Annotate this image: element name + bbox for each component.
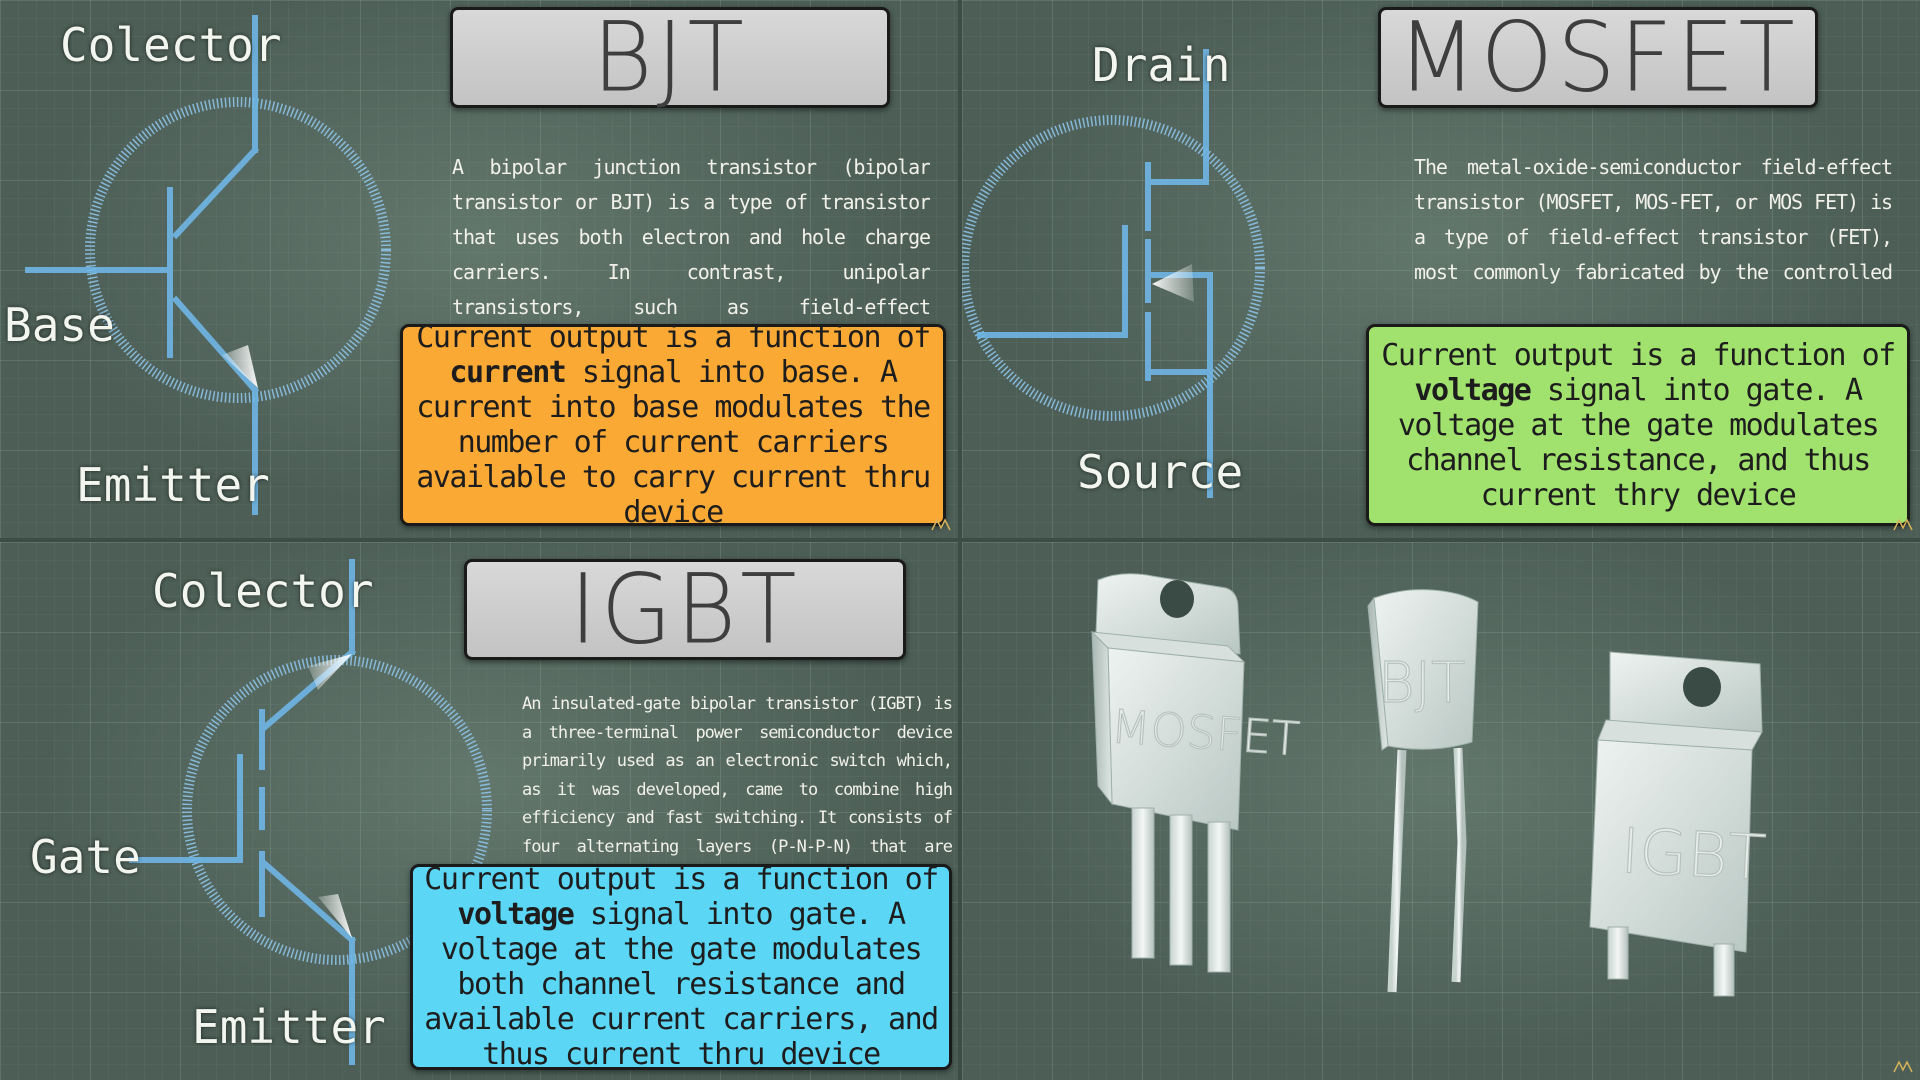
- bjt-description: A bipolar junction transistor (bipolar t…: [452, 155, 930, 319]
- igbt-callout-text: Current output is a function of voltage …: [424, 862, 939, 1072]
- bjt-leg-3: [1451, 747, 1467, 983]
- mosfet-package: MOSFET: [1090, 573, 1302, 973]
- mosfet-callout: Current output is a function of voltage …: [1366, 324, 1910, 526]
- igbt-leg-1: [1607, 926, 1629, 980]
- bjt-callout-emphasis: current: [449, 355, 566, 390]
- mosfet-callout-emphasis: voltage: [1414, 372, 1531, 408]
- watermark-icon: [931, 518, 951, 531]
- mosfet-body-arrow-icon: [1152, 264, 1194, 302]
- bjt-base-label: Base: [4, 298, 115, 352]
- igbt-leg-2: [1713, 943, 1735, 997]
- igbt-collector-label: Colector: [152, 564, 374, 618]
- bjt-emitter-arm: [171, 295, 260, 395]
- igbt-emitter-arm: [260, 859, 357, 945]
- mosfet-leg-2: [1169, 814, 1193, 966]
- bjt-title-box: BJT: [450, 1, 890, 114]
- mosfet-leg-1: [1131, 807, 1155, 959]
- mosfet-leg-3: [1207, 821, 1231, 973]
- watermark-icon: [1893, 518, 1913, 531]
- watermark-icon: [1893, 1060, 1913, 1073]
- igbt-collector-arrow-icon: [308, 654, 352, 690]
- packages-illustration: MOSFET BJT IGBT: [1090, 573, 1768, 997]
- bjt-symbol: [25, 15, 391, 515]
- mosfet-title: MOSFET: [1397, 1, 1799, 114]
- bjt-title: BJT: [592, 1, 748, 114]
- mosfet-envelope-circle: [962, 115, 1265, 421]
- igbt-description: An insulated-gate bipolar transistor (IG…: [522, 694, 952, 857]
- igbt-emitter-label: Emitter: [192, 1000, 386, 1054]
- bjt-emitter-arrow-icon: [222, 345, 258, 388]
- packages-panel: MOSFET BJT IGBT: [962, 542, 1920, 1080]
- mosfet-callout-text: Current output is a function of voltage …: [1381, 337, 1896, 513]
- mosfet-drain-label: Drain: [1092, 38, 1231, 92]
- igbt-symbol: [129, 559, 492, 1065]
- igbt-callout: Current output is a function of voltage …: [410, 862, 952, 1072]
- bjt-package-label: BJT: [1378, 651, 1465, 716]
- bjt-collector-label: Colector: [60, 18, 282, 72]
- igbt-emitter-arrow-icon: [318, 894, 352, 938]
- igbt-title: IGBT: [569, 553, 801, 666]
- igbt-callout-emphasis: voltage: [457, 897, 574, 932]
- igbt-envelope-circle: [182, 655, 492, 965]
- bjt-collector-arm: [171, 145, 260, 240]
- bjt-panel: Colector Base Emitter BJT A bipolar junc…: [0, 0, 958, 538]
- bjt-envelope-circle: [85, 97, 391, 403]
- mosfet-source-label: Source: [1077, 445, 1244, 499]
- mosfet-symbol: [962, 49, 1265, 498]
- bjt-callout-text: Current output is a function of current …: [416, 320, 931, 530]
- mosfet-title-box: MOSFET: [1378, 1, 1818, 114]
- bjt-callout: Current output is a function of current …: [400, 320, 946, 530]
- igbt-mount-hole: [1683, 667, 1721, 707]
- igbt-title-box: IGBT: [464, 553, 906, 666]
- bjt-emitter-label: Emitter: [76, 458, 270, 512]
- igbt-gate-label: Gate: [30, 830, 141, 884]
- bjt-package: BJT: [1367, 589, 1479, 993]
- mosfet-panel: Drain Source MOSFET The metal-oxide-semi…: [962, 0, 1920, 538]
- mosfet-description: The metal-oxide-semiconductor field-effe…: [1414, 155, 1892, 284]
- igbt-panel: Colector Gate Emitter IGBT An insulated-…: [0, 542, 958, 1080]
- mosfet-mount-hole: [1160, 580, 1194, 618]
- igbt-package-label: IGBT: [1619, 814, 1767, 894]
- igbt-package: IGBT: [1589, 651, 1768, 997]
- bjt-leg-1: [1387, 749, 1407, 993]
